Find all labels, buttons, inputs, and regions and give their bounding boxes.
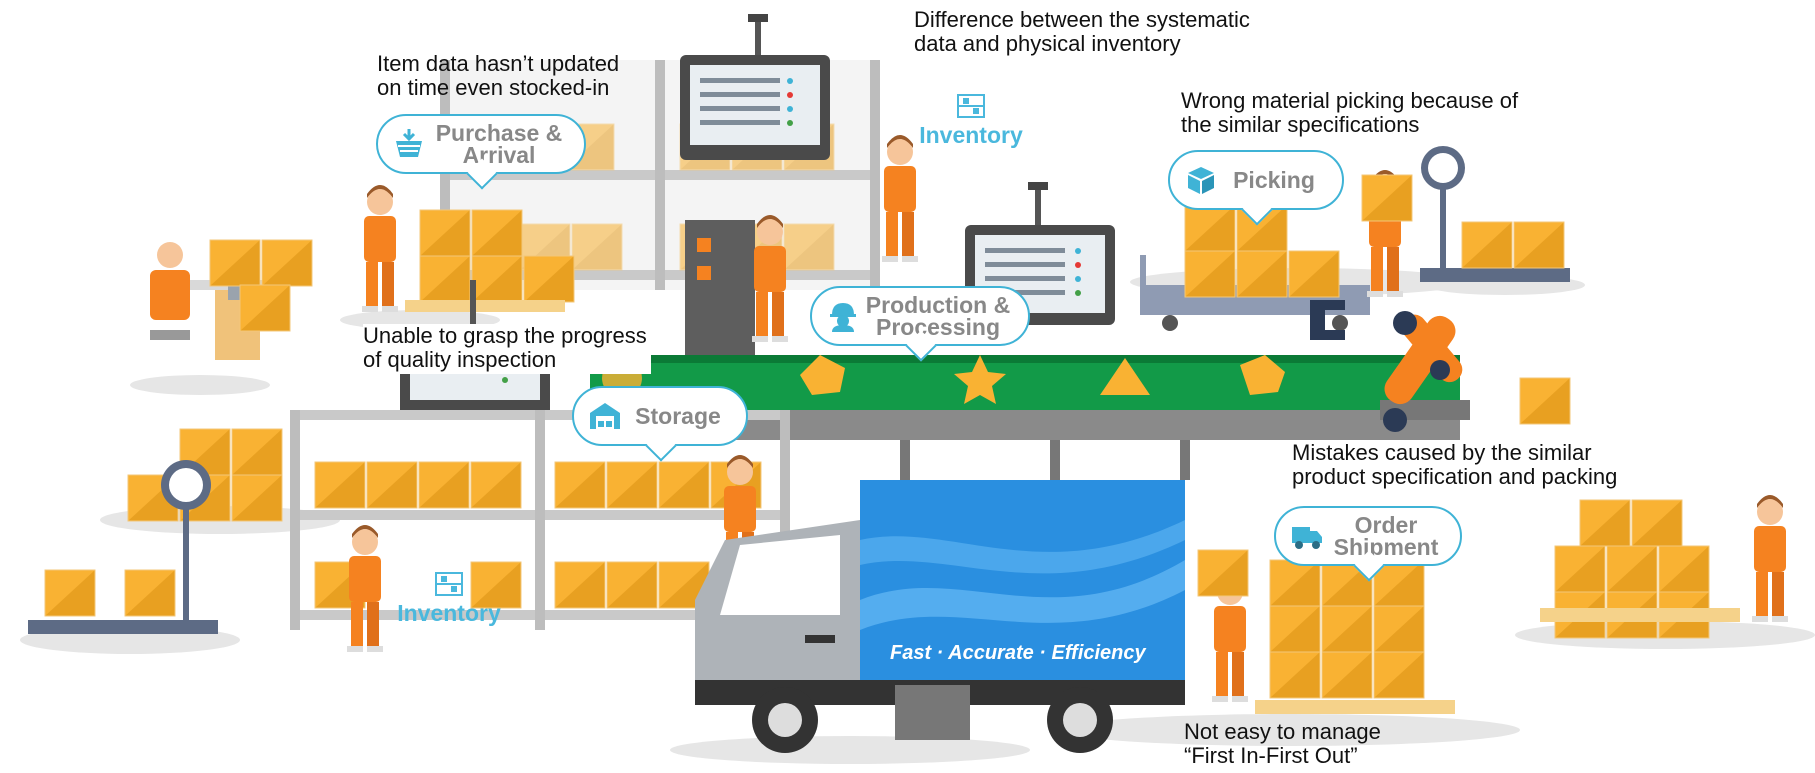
truck-slogan: Fast · Accurate · Efficiency xyxy=(890,642,1146,664)
purchase-area xyxy=(362,185,575,312)
desk-worker xyxy=(150,239,313,360)
shelf-icon xyxy=(435,572,463,596)
bubble-storage: Storage xyxy=(572,386,748,446)
left-stock xyxy=(28,428,283,634)
delivery-truck xyxy=(695,480,1185,753)
scale-right xyxy=(1420,146,1570,282)
shelf-icon xyxy=(957,94,985,118)
processing-machine xyxy=(685,135,918,360)
box-open-icon xyxy=(1188,167,1214,194)
right-stock xyxy=(1519,377,1788,639)
bubble-label: Purchase &Arrival xyxy=(435,120,563,168)
note-fifo: Not easy to manage“First In-First Out” xyxy=(1184,719,1381,768)
warehouse-icon xyxy=(590,403,620,429)
bubble-picking: Picking xyxy=(1168,150,1344,210)
bubble-label: Picking xyxy=(1233,167,1315,193)
shipment-area xyxy=(1197,549,1455,714)
robot-arm xyxy=(1310,300,1470,432)
bubble-label: Production &Processing xyxy=(865,292,1011,340)
bubble-purchase-arrival: Purchase &Arrival xyxy=(376,114,586,174)
inventory-label-bottom: Inventory xyxy=(384,572,514,627)
inventory-label-top: Inventory xyxy=(906,94,1036,149)
worker-helmet-icon xyxy=(830,303,856,332)
basket-icon xyxy=(396,129,422,157)
inventory-monitor-top xyxy=(680,14,830,160)
delivery-truck-icon xyxy=(1292,527,1322,549)
bubble-production-processing: Production &Processing xyxy=(810,286,1030,346)
storage-shelves xyxy=(290,410,790,652)
bubble-label: Storage xyxy=(635,403,721,429)
